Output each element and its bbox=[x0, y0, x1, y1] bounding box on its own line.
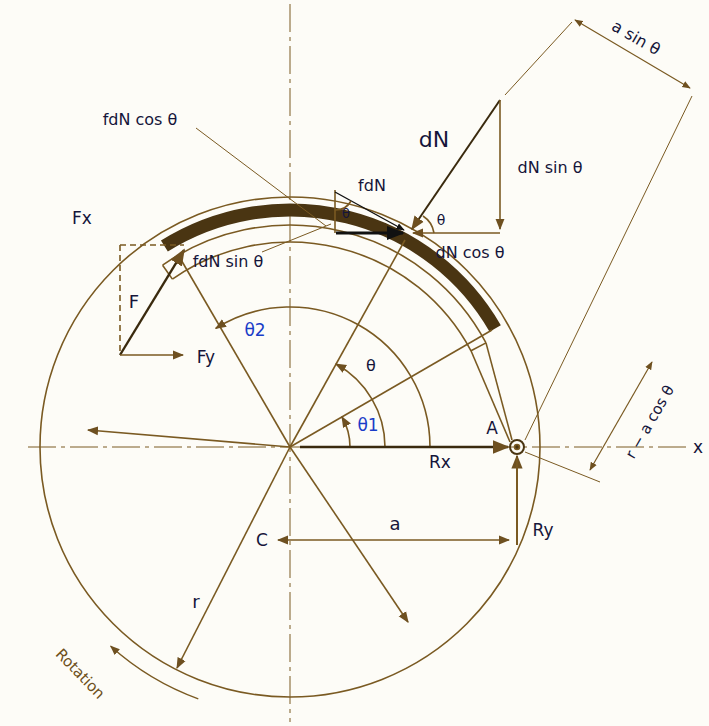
angle-label: θ bbox=[342, 207, 350, 221]
angle-label: θ2 bbox=[244, 321, 265, 340]
force-label: dN cos θ bbox=[435, 244, 504, 262]
dimension-label: r bbox=[192, 592, 199, 612]
axis-label: x bbox=[693, 438, 703, 457]
point-label: A bbox=[486, 419, 498, 438]
force-label: fdN sin θ bbox=[193, 253, 264, 271]
point-label: C bbox=[256, 531, 268, 550]
force-label: Fx bbox=[72, 209, 92, 228]
dimension-label: r − a cos θ bbox=[622, 383, 677, 462]
force-label: dN bbox=[419, 128, 449, 152]
force-label: F bbox=[129, 292, 139, 312]
dimension-label: a bbox=[389, 514, 400, 534]
angle-label: θ bbox=[437, 213, 446, 228]
force-label: fdN bbox=[358, 177, 386, 195]
angle-label: θ bbox=[366, 357, 376, 375]
force-label: Fy bbox=[197, 348, 215, 367]
force-label: dN sin θ bbox=[517, 159, 582, 177]
force-label: Rx bbox=[429, 453, 451, 472]
dimension-label: a sin θ bbox=[609, 17, 663, 59]
angle-label: θ1 bbox=[357, 416, 378, 435]
force-label: Ry bbox=[533, 521, 554, 540]
force-label: fdN cos θ bbox=[103, 111, 178, 129]
rotation-label: Rotation bbox=[52, 646, 107, 703]
